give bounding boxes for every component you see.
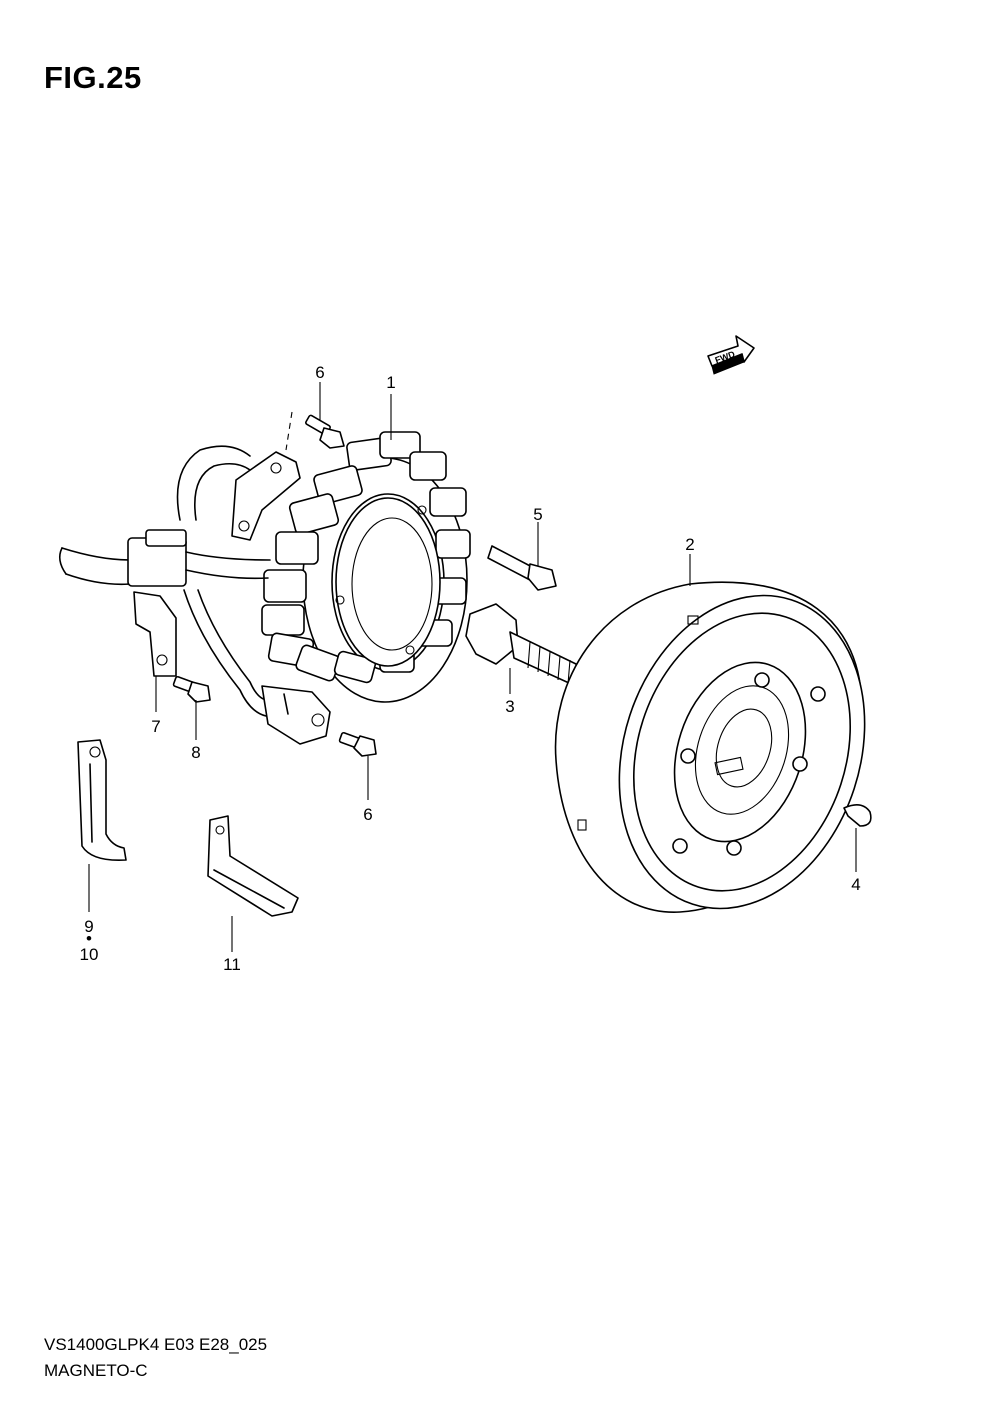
callout-2: 2 <box>685 535 694 554</box>
callout-8: 8 <box>191 743 200 762</box>
callout-labels: 1 2 3 4 5 6 6 7 8 9 • 10 11 <box>80 363 861 974</box>
wire-clamp-bracket <box>133 591 177 677</box>
callout-4: 4 <box>851 875 860 894</box>
drawing-code: VS1400GLPK4 E03 E28_025 <box>44 1335 268 1354</box>
bolt-6-bottom <box>338 731 377 757</box>
bolt-5 <box>487 545 557 591</box>
callout-dot: • <box>86 929 92 948</box>
forward-arrow-icon: FWD <box>707 335 755 375</box>
callout-11: 11 <box>223 955 241 974</box>
callout-9: 9 <box>84 917 93 936</box>
magneto-rotor <box>554 581 866 913</box>
rotor-bolt <box>465 603 581 689</box>
leader-lines <box>88 382 857 952</box>
callout-6-top: 6 <box>315 363 324 382</box>
wire-clamp-11 <box>207 815 299 917</box>
callout-7: 7 <box>151 717 160 736</box>
callout-3: 3 <box>505 697 514 716</box>
bolt-6-top <box>305 414 345 449</box>
callout-6-bottom: 6 <box>363 805 372 824</box>
figure-title: FIG.25 <box>44 60 142 95</box>
callout-10: 10 <box>80 945 99 964</box>
callout-5: 5 <box>533 505 542 524</box>
woodruff-key <box>843 804 872 827</box>
wiring-harness <box>58 411 331 745</box>
drawing-name: MAGNETO-C <box>44 1361 148 1380</box>
callout-1: 1 <box>386 373 395 392</box>
wire-clamp-9-10 <box>77 739 127 862</box>
bolt-8 <box>172 675 211 703</box>
stator-coil <box>261 431 471 703</box>
